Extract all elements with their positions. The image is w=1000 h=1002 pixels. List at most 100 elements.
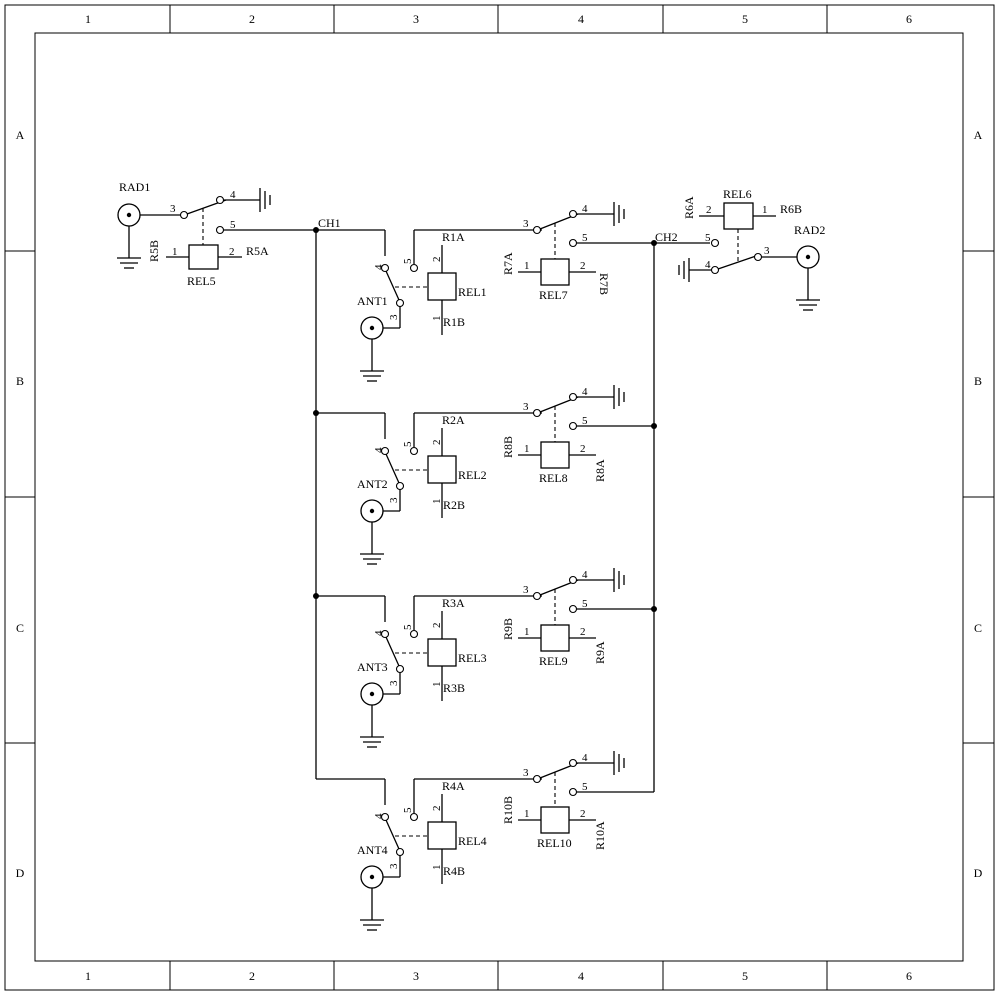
rel7-pin-5-label: 5 bbox=[582, 232, 588, 244]
rel6-pin-4-label: 4 bbox=[705, 259, 711, 271]
rel1-name: REL1 bbox=[458, 285, 487, 299]
ant4-label: ANT4 bbox=[357, 843, 388, 857]
rel10-section: 3 4 5 1 2 R10A R10B REL10 bbox=[501, 751, 654, 850]
rel7-section: 3 4 5 1 2 R7A R7B REL7 bbox=[501, 202, 710, 302]
ant1-section: 4 5 3 2 1 R1A R1B REL1 ANT1 bbox=[316, 229, 542, 382]
rel2-name: REL2 bbox=[458, 468, 487, 482]
rel3-name: REL3 bbox=[458, 651, 487, 665]
rel9-a-label: R9A bbox=[593, 641, 607, 664]
rel3-coil-pin-1: 1 bbox=[431, 682, 443, 688]
zone-row-d-right: D bbox=[974, 866, 983, 880]
zone-col-1-top: 1 bbox=[85, 12, 91, 26]
rel9-section: 3 4 5 1 2 R9A R9B REL9 bbox=[501, 568, 654, 668]
rel9-pin-5-label: 5 bbox=[582, 598, 588, 610]
zone-row-a-right: A bbox=[974, 128, 983, 142]
rel6-coil-pin-1: 1 bbox=[762, 204, 768, 216]
rel2-pin-5-label: 5 bbox=[402, 441, 414, 447]
rel4-coil-pin-1: 1 bbox=[431, 865, 443, 871]
rel7-name: REL7 bbox=[539, 288, 568, 302]
rel5-a-label: R5A bbox=[246, 244, 269, 258]
rel7-coil-pin-1: 1 bbox=[524, 260, 530, 272]
rel1-a-label: R1A bbox=[442, 230, 465, 244]
rel3-pin-5-label: 5 bbox=[402, 624, 414, 630]
rel4-b-label: R4B bbox=[443, 864, 465, 878]
rel5-b-label: R5B bbox=[147, 240, 161, 262]
zone-row-b-left: B bbox=[16, 374, 24, 388]
rel1-coil-pin-1: 1 bbox=[431, 316, 443, 322]
zone-col-2-top: 2 bbox=[249, 12, 255, 26]
rel8-coil-pin-2: 2 bbox=[580, 443, 586, 455]
ant2-coax-icon bbox=[360, 499, 384, 565]
zone-col-6-top: 6 bbox=[906, 12, 912, 26]
rel4-coil-pin-2: 2 bbox=[431, 806, 443, 812]
rel5-chassis-ground-icon bbox=[259, 188, 271, 212]
ch2-bus: CH2 bbox=[651, 230, 678, 792]
rel8-a-label: R8A bbox=[593, 459, 607, 482]
rel10-a-label: R10A bbox=[593, 821, 607, 850]
rel6-chassis-ground-icon bbox=[678, 258, 690, 282]
ant2-label: ANT2 bbox=[357, 477, 388, 491]
rad1-label: RAD1 bbox=[119, 180, 150, 194]
zone-col-3-top: 3 bbox=[413, 12, 419, 26]
rel6-pin-3-label: 3 bbox=[764, 245, 770, 257]
rel1-pin-5-label: 5 bbox=[402, 258, 414, 264]
zone-col-2-bottom: 2 bbox=[249, 969, 255, 983]
rel4-pin-5-label: 5 bbox=[402, 807, 414, 813]
rel9-coil-pin-1: 1 bbox=[524, 626, 530, 638]
rel7-chassis-ground-icon bbox=[613, 202, 625, 226]
rel8-coil-box bbox=[540, 441, 570, 469]
rad1-coax-icon bbox=[117, 203, 141, 269]
rel1-pin-3-label: 3 bbox=[388, 314, 400, 320]
rel8-section: 3 4 5 1 2 R8A R8B REL8 bbox=[501, 385, 654, 485]
rel7-pin-3-label: 3 bbox=[523, 218, 529, 230]
zone-row-d-left: D bbox=[16, 866, 25, 880]
rel5-coil-pin-2: 2 bbox=[229, 246, 235, 258]
rel1-coil-box bbox=[427, 272, 457, 301]
rel10-name: REL10 bbox=[537, 836, 572, 850]
rel2-b-label: R2B bbox=[443, 498, 465, 512]
zone-row-b-right: B bbox=[974, 374, 982, 388]
zone-col-6-bottom: 6 bbox=[906, 969, 912, 983]
rel9-pin-3-label: 3 bbox=[523, 584, 529, 596]
rel7-coil-pin-2: 2 bbox=[580, 260, 586, 272]
rel10-coil-pin-1: 1 bbox=[524, 808, 530, 820]
ch1-net-label: CH1 bbox=[318, 216, 341, 230]
rel2-a-label: R2A bbox=[442, 413, 465, 427]
rel10-chassis-ground-icon bbox=[613, 751, 625, 775]
rel1-b-label: R1B bbox=[443, 315, 465, 329]
rel9-coil-pin-2: 2 bbox=[580, 626, 586, 638]
rel2-pin-4-label: 4 bbox=[373, 447, 385, 453]
rel8-pin-3-label: 3 bbox=[523, 401, 529, 413]
rel6-b-label: R6B bbox=[780, 202, 802, 216]
rel3-coil-pin-2: 2 bbox=[431, 623, 443, 629]
rad2-section: 5 4 3 2 1 R6A R6B REL6 RAD2 bbox=[678, 187, 825, 311]
zone-row-c-right: C bbox=[974, 621, 982, 635]
ch1-bus: CH1 bbox=[313, 216, 341, 779]
ant4-section: 4 5 3 2 1 R4A R4B REL4 ANT4 bbox=[316, 778, 542, 931]
rel2-coil-pin-1: 1 bbox=[431, 499, 443, 505]
rel4-a-label: R4A bbox=[442, 779, 465, 793]
rel6-coil-box bbox=[723, 202, 754, 230]
rel9-pin-4-label: 4 bbox=[582, 569, 588, 581]
zone-row-a-left: A bbox=[16, 128, 25, 142]
rel4-name: REL4 bbox=[458, 834, 487, 848]
rel2-coil-box bbox=[427, 455, 457, 484]
rel5-name: REL5 bbox=[187, 274, 216, 288]
rel3-coil-box bbox=[427, 638, 457, 667]
zone-col-4-top: 4 bbox=[578, 12, 584, 26]
rel8-name: REL8 bbox=[539, 471, 568, 485]
rel1-coil-pin-2: 2 bbox=[431, 257, 443, 263]
rel3-pin-4-label: 4 bbox=[373, 630, 385, 636]
rel2-pin-3-label: 3 bbox=[388, 497, 400, 503]
rel10-b-label: R10B bbox=[501, 796, 515, 824]
rel5-coil-pin-1: 1 bbox=[172, 246, 178, 258]
rel8-b-label: R8B bbox=[501, 436, 515, 458]
rel10-pin-5-label: 5 bbox=[582, 781, 588, 793]
zone-row-c-left: C bbox=[16, 621, 24, 635]
rel10-coil-box bbox=[540, 806, 570, 834]
rel9-coil-box bbox=[540, 624, 570, 652]
rel7-pin-4-label: 4 bbox=[582, 203, 588, 215]
rel9-name: REL9 bbox=[539, 654, 568, 668]
drawing-frame bbox=[4, 4, 995, 991]
